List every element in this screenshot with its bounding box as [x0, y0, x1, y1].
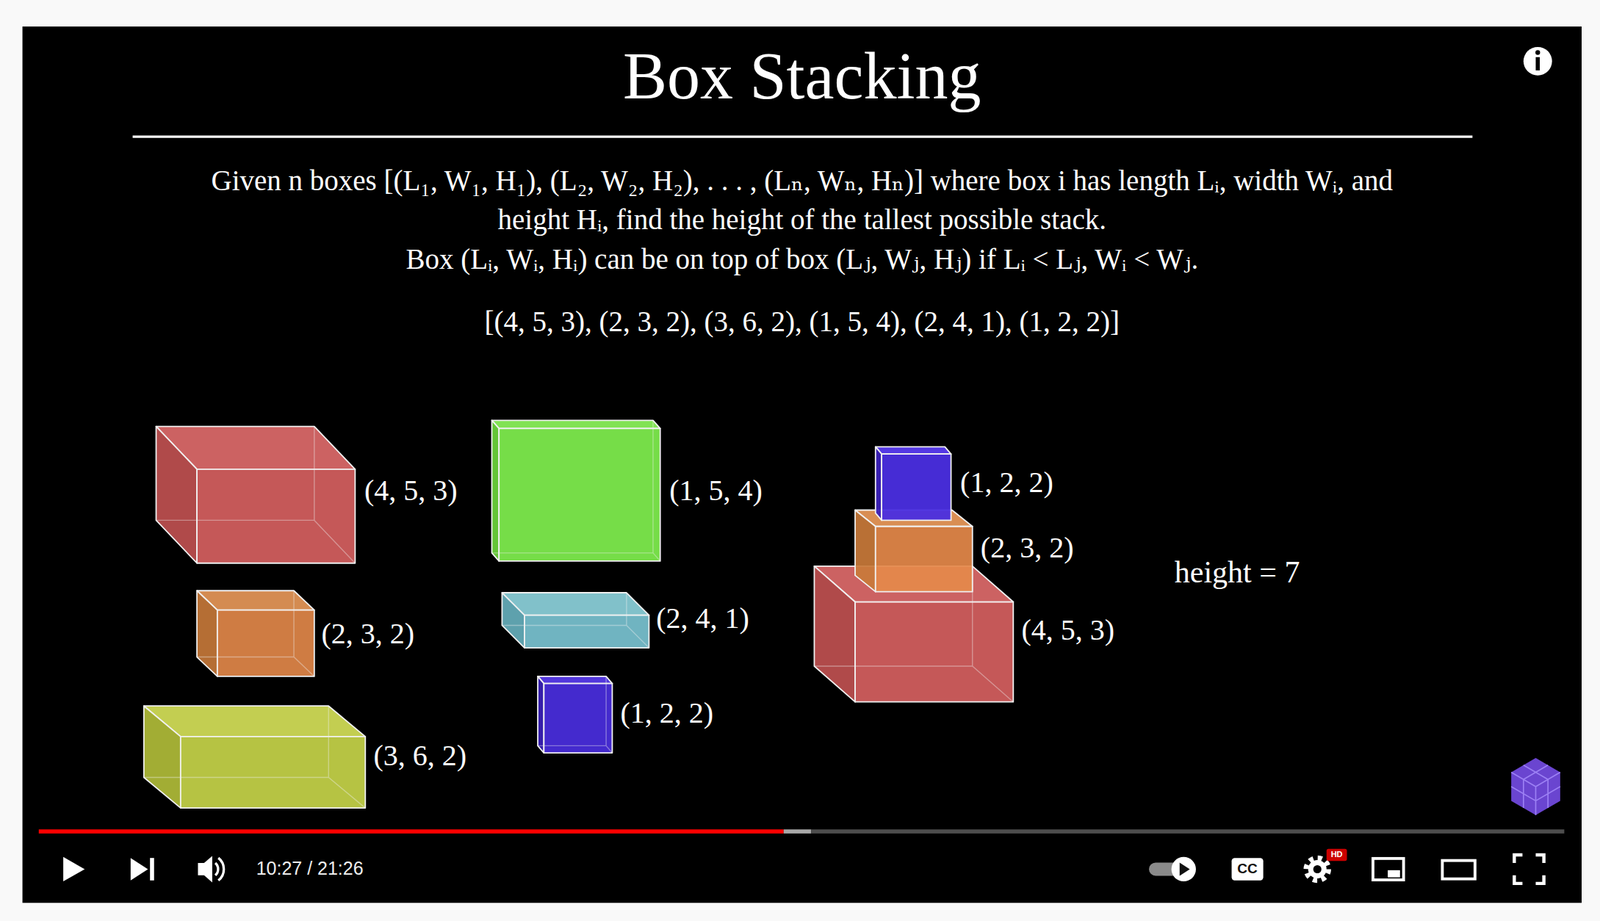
- box-face: [196, 590, 218, 677]
- box-edge: [537, 676, 612, 753]
- box-illustration: [196, 590, 315, 677]
- box-edge: [196, 590, 315, 677]
- box-illustration: [492, 420, 661, 562]
- box-face: [875, 446, 882, 521]
- box-edge: [501, 592, 649, 648]
- info-icon-dot: [1535, 49, 1540, 55]
- autoplay-play: [1179, 862, 1191, 876]
- cc-icon: [1231, 858, 1264, 881]
- box-face: [881, 453, 951, 521]
- video-time: 10:27 / 21:26: [256, 857, 364, 880]
- box-face: [143, 705, 366, 737]
- settings-icon: [1308, 860, 1327, 879]
- cc-icon-text: CC: [1237, 860, 1257, 878]
- stacked-box: [855, 510, 973, 593]
- progress-remaining: [811, 829, 1565, 834]
- box-face: [217, 610, 315, 677]
- box-dimensions: (2, 3, 2): [321, 616, 416, 652]
- info-icon: [1523, 47, 1553, 76]
- box-dimensions: (1, 5, 4): [669, 473, 763, 509]
- box-dimensions: (1, 2, 2): [620, 695, 715, 731]
- box-illustration: [156, 426, 356, 564]
- logo-hexagon: [1511, 758, 1561, 816]
- slide-title: Box Stacking: [622, 36, 982, 117]
- box-dimensions: (3, 6, 2): [373, 738, 467, 774]
- box-face: [855, 602, 1014, 703]
- box-edge: [156, 426, 356, 564]
- box-face: [180, 736, 366, 809]
- progress-played: [38, 829, 784, 834]
- title-rule: [132, 135, 1473, 138]
- box-face: [501, 592, 525, 648]
- box-face: [813, 566, 856, 703]
- box-dimensions: (2, 3, 2): [980, 530, 1075, 566]
- progress-buffered: [783, 829, 812, 834]
- box-edge: [143, 705, 366, 809]
- volume-waves: [215, 858, 225, 881]
- box-dimensions: (2, 4, 1): [656, 600, 750, 637]
- box-face: [498, 428, 660, 562]
- box-face: [196, 469, 355, 564]
- miniplayer-inner: [1387, 870, 1401, 878]
- box-face: [537, 676, 612, 684]
- settings-hole: [1313, 865, 1322, 874]
- next-icon: [130, 858, 149, 881]
- box-face: [492, 420, 500, 562]
- channel-logo: [1511, 758, 1561, 816]
- box-face: [156, 426, 198, 564]
- problem-text: Given n boxes [(L₁, W₁, H₁), (L₂, W₂, H₂…: [204, 160, 1399, 239]
- frame-group: [22, 26, 1582, 903]
- fullscreen-icon: [1514, 855, 1544, 884]
- box-dimensions: (4, 5, 3): [364, 473, 458, 509]
- settings-teeth: [1306, 858, 1329, 881]
- box-face: [875, 446, 952, 454]
- box-illustration: [143, 705, 366, 809]
- box-illustration: [537, 676, 612, 753]
- box-face: [492, 420, 661, 429]
- box-list: [(4, 5, 3), (2, 3, 2), (3, 6, 2), (1, 5,…: [484, 304, 1120, 339]
- info-icon-stem: [1535, 57, 1540, 71]
- problem-rule: Box (Lᵢ, Wᵢ, Hᵢ) can be on top of box (L…: [405, 241, 1199, 277]
- box-face: [855, 510, 876, 593]
- box-edge: [492, 420, 661, 562]
- box-dimensions: (1, 2, 2): [960, 465, 1054, 501]
- hd-badge: [1326, 849, 1348, 862]
- box-face: [143, 705, 181, 809]
- height-result: height = 7: [1174, 553, 1301, 591]
- box-dimensions: (4, 5, 3): [1021, 612, 1115, 648]
- autoplay-knob: [1171, 857, 1196, 882]
- play-icon: [63, 857, 85, 882]
- box-face: [875, 526, 973, 593]
- next-icon-bar: [149, 858, 155, 881]
- box-face: [537, 676, 544, 753]
- stacked-box: [875, 446, 952, 521]
- logo-lines: [1511, 765, 1561, 816]
- box-face: [524, 615, 649, 648]
- box-face: [543, 683, 612, 753]
- hd-badge-text: HD: [1331, 849, 1343, 860]
- box-illustration: [501, 592, 649, 648]
- miniplayer-icon: [1373, 858, 1404, 881]
- theater-icon: [1442, 860, 1475, 880]
- volume-icon: [197, 855, 212, 883]
- video-background: [22, 26, 1582, 903]
